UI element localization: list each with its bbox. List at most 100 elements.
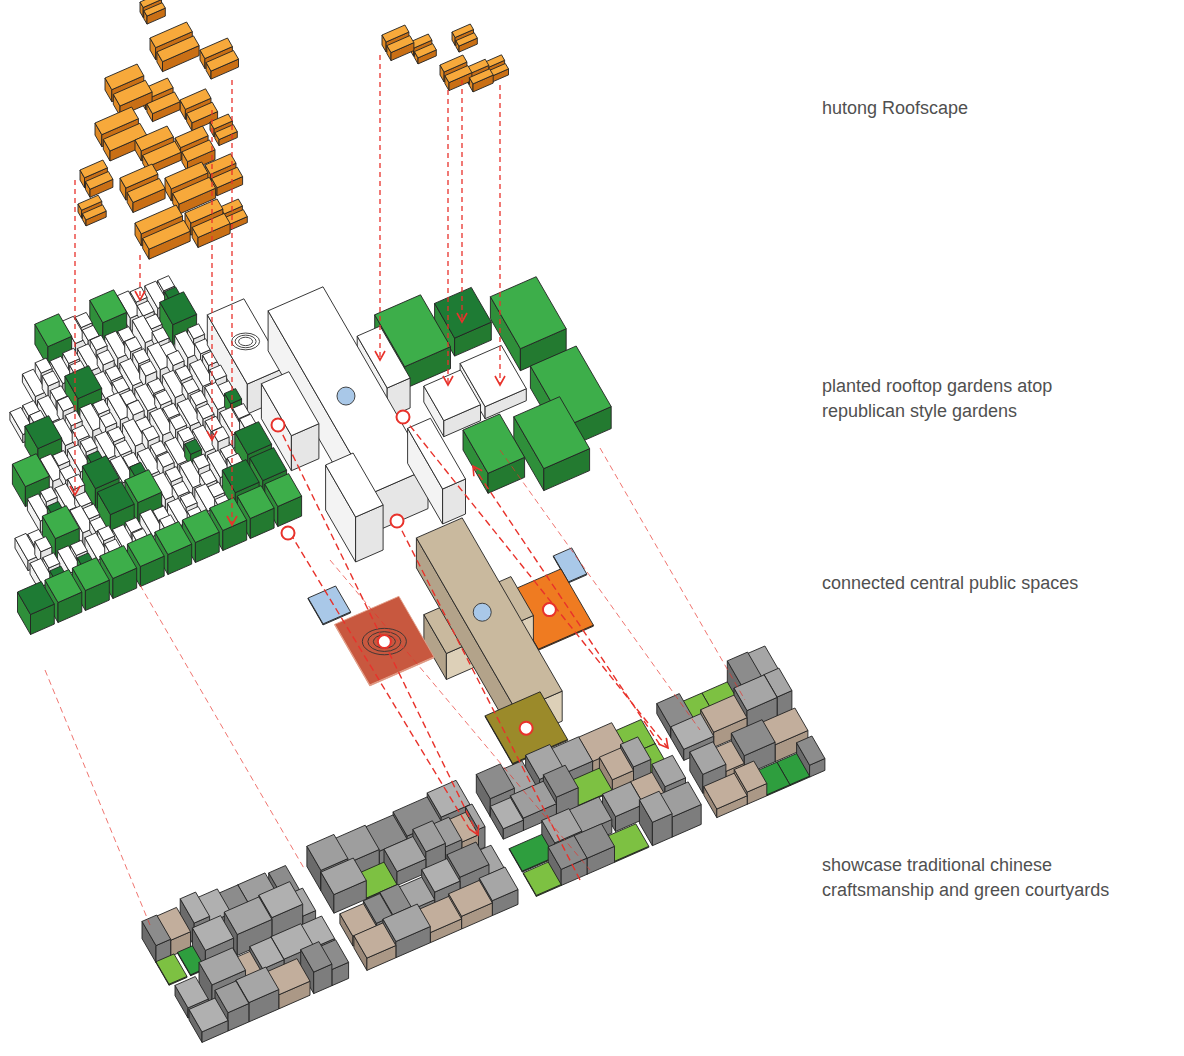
ring (373, 635, 395, 648)
roof-block (192, 213, 230, 247)
block-face (90, 290, 127, 323)
block-face (25, 416, 62, 449)
block-face (301, 942, 332, 973)
drop-arrow (211, 110, 212, 440)
block-face (90, 335, 107, 350)
block-face (115, 440, 132, 455)
block-face (140, 361, 157, 376)
block-face (479, 827, 486, 851)
block-face (35, 537, 52, 552)
building-block (514, 397, 590, 491)
block-face (690, 742, 726, 775)
roof-block (387, 36, 414, 61)
roof-block (445, 66, 472, 91)
block-face (97, 482, 134, 515)
roof-block (469, 69, 493, 92)
roof-block (144, 3, 166, 24)
block-face (12, 454, 49, 487)
house-block (704, 773, 747, 817)
block-face (435, 287, 492, 338)
block-face (157, 36, 199, 62)
block-face (354, 923, 396, 958)
block-face (57, 396, 74, 411)
block-face (514, 397, 590, 469)
block-face (142, 426, 159, 441)
block-face (125, 337, 142, 352)
block-face (189, 998, 228, 1032)
roof-block (212, 167, 243, 196)
block-face (142, 915, 171, 946)
block-face (147, 92, 180, 114)
building-block (18, 582, 55, 635)
block-face (192, 916, 233, 951)
block-face (212, 427, 229, 442)
building-block (408, 418, 466, 524)
block-face (187, 102, 218, 123)
projection-line (140, 585, 305, 870)
block-face (35, 314, 72, 347)
block-face (235, 422, 272, 455)
block-face (170, 415, 187, 430)
block-face (476, 764, 514, 799)
ring (362, 628, 406, 654)
block-face (490, 798, 523, 829)
block-face (133, 349, 150, 364)
block-face (42, 506, 79, 539)
roof-block (215, 125, 237, 146)
block-face (63, 348, 80, 363)
block-face (42, 371, 59, 386)
block-face (548, 836, 587, 870)
block-face (65, 366, 102, 399)
block-face (185, 439, 202, 454)
roof-block (157, 36, 199, 72)
link-arrow (397, 521, 580, 880)
projection-line (500, 450, 700, 730)
marker-circle (391, 515, 404, 528)
block-face (40, 487, 57, 502)
block-face (35, 358, 52, 373)
drop-arrow (461, 80, 462, 322)
house-block (156, 954, 187, 985)
block-face (97, 350, 114, 365)
link-arrow (473, 466, 660, 745)
block-face (731, 720, 775, 756)
projection-lines (45, 55, 745, 925)
drop-arrow (447, 90, 448, 385)
building-block (326, 453, 384, 562)
block-face (157, 452, 174, 467)
dome (337, 387, 355, 405)
block-face (82, 456, 119, 489)
block-face (127, 178, 165, 202)
block-face (180, 892, 209, 923)
projection-line (45, 670, 150, 925)
traditional-strip (142, 646, 825, 1042)
block-face (408, 418, 466, 489)
house-block (189, 998, 228, 1042)
block-face (414, 44, 436, 58)
marker-circle (520, 722, 533, 735)
block-face (188, 324, 205, 339)
block-face (206, 51, 238, 72)
roof-block (147, 92, 180, 122)
block-face (178, 427, 195, 442)
ring (239, 337, 253, 345)
block-face (222, 460, 259, 493)
house-block (639, 791, 672, 846)
block-face (308, 586, 351, 624)
marker-circle (397, 411, 410, 424)
drop-arrow (379, 55, 380, 360)
roof-block (82, 205, 106, 226)
block-face (193, 454, 210, 469)
building-block (308, 586, 351, 625)
block-face (127, 400, 144, 415)
block-face (112, 378, 129, 393)
roof-block (127, 178, 165, 212)
annotation-label: connected central public spaces (822, 571, 1172, 596)
block-face (225, 389, 242, 404)
block-face (173, 177, 216, 204)
marker-circle (282, 527, 295, 540)
block-face (182, 140, 215, 162)
building-block (463, 414, 525, 493)
block-face (384, 837, 426, 872)
